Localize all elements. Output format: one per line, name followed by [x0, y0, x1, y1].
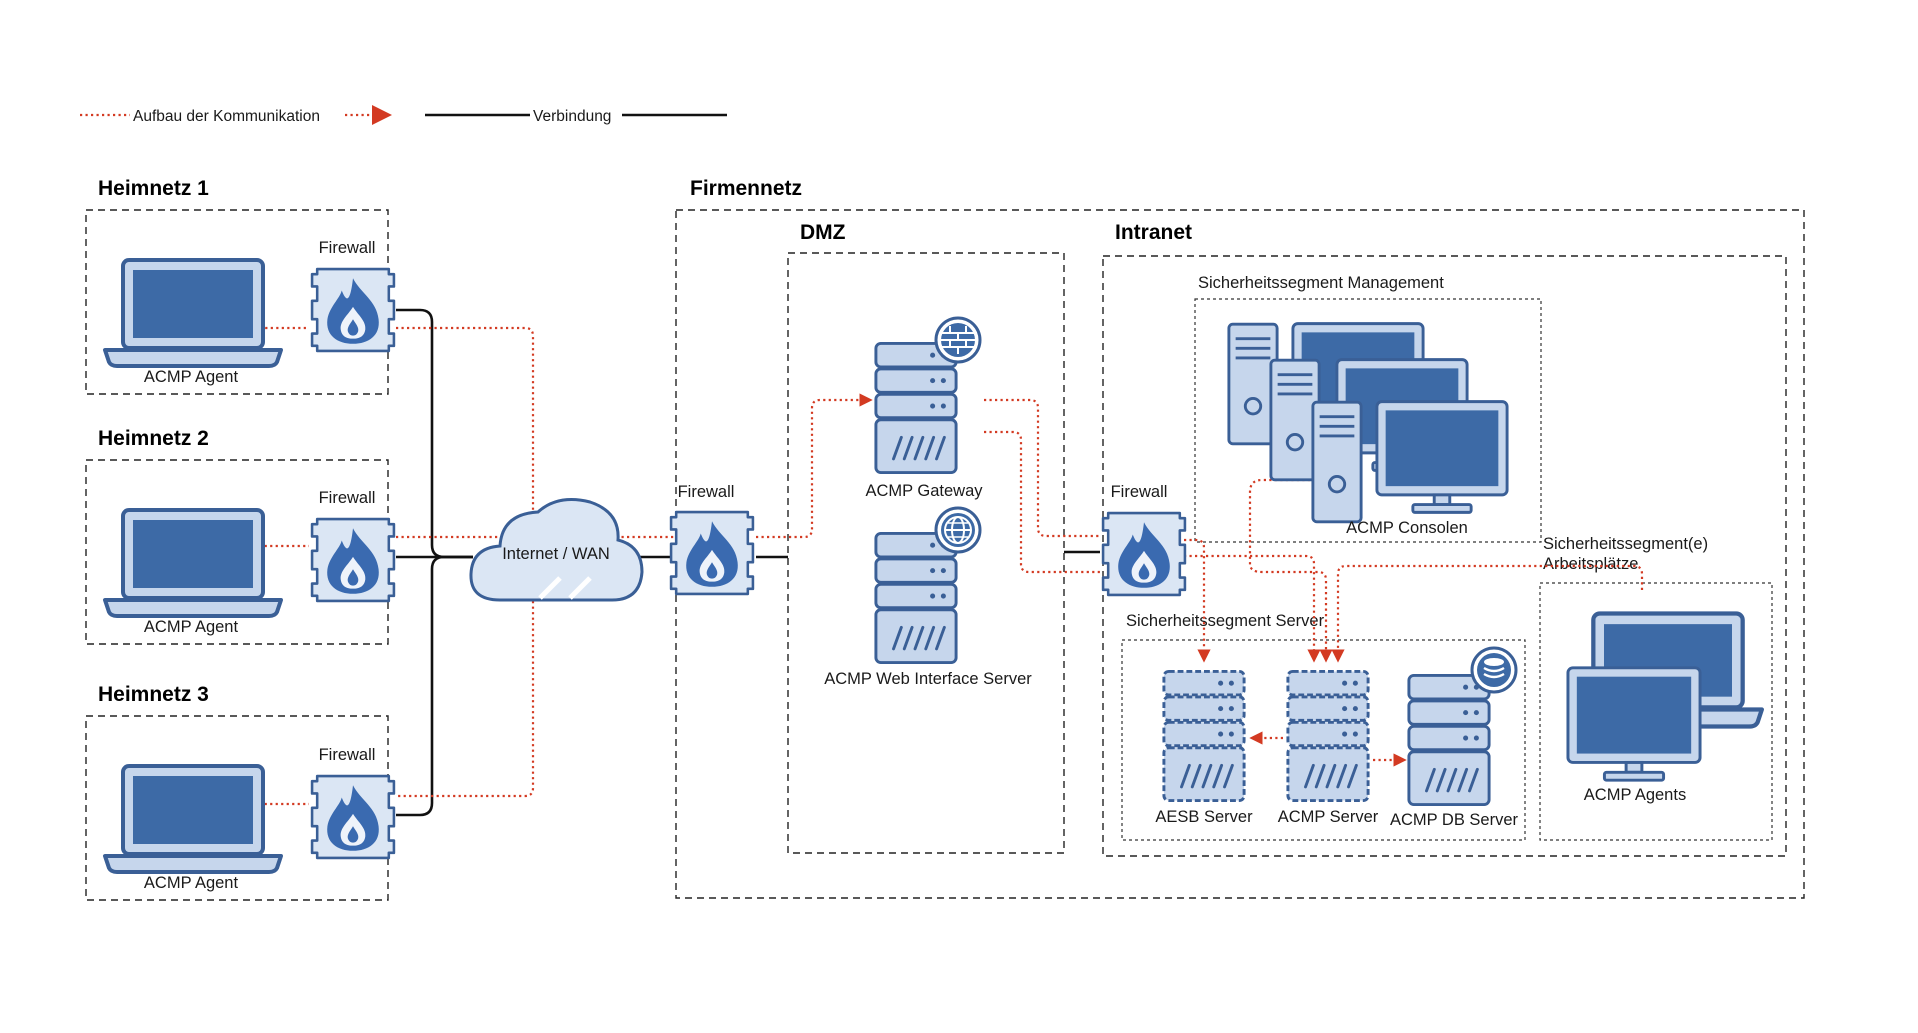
acmp-server-icon[interactable] — [1286, 669, 1370, 803]
zone-title-heimnetz-3: Heimnetz 3 — [98, 683, 209, 706]
db-server-label: ACMP DB Server — [1390, 811, 1519, 829]
firewall-icon-intranet[interactable] — [1101, 511, 1187, 597]
zone-title-segment-workplaces-1: Sicherheitssegment(e) — [1543, 535, 1708, 553]
web-interface-label: ACMP Web Interface Server — [824, 670, 1032, 688]
zone-heimnetz-1 — [85, 209, 389, 395]
firewall-label-home-3: Firewall — [319, 746, 376, 764]
agents-label: ACMP Agents — [1584, 786, 1686, 804]
comm-gateway-to-firewall-1 — [984, 398, 1100, 538]
firewall-label-home-1: Firewall — [319, 239, 376, 257]
agent-label-2: ACMP Agent — [144, 618, 239, 636]
comm-firewall-to-acmp-server-1 — [1184, 554, 1321, 663]
zone-title-dmz: DMZ — [800, 221, 846, 244]
agent-label-1: ACMP Agent — [144, 368, 239, 386]
legend-communication-label: Aufbau der Kommunikation — [133, 108, 320, 125]
zone-title-heimnetz-2: Heimnetz 2 — [98, 427, 209, 450]
zone-title-heimnetz-1: Heimnetz 1 — [98, 177, 209, 200]
firewall-icon-home-1[interactable] — [310, 267, 396, 353]
consoles-label: ACMP Consolen — [1346, 519, 1468, 537]
firewall-icon-home-2[interactable] — [310, 517, 396, 603]
consoles-icon[interactable] — [1227, 322, 1509, 524]
aesb-server-label: AESB Server — [1155, 808, 1253, 826]
legend: Aufbau der Kommunikation Verbindung — [80, 105, 727, 125]
agent-laptop-1[interactable] — [105, 260, 281, 366]
connection-lines — [396, 308, 1100, 817]
zone-intranet — [1102, 255, 1787, 857]
zone-title-segment-server: Sicherheitssegment Server — [1126, 612, 1325, 630]
gateway-label: ACMP Gateway — [865, 482, 983, 500]
zone-title-intranet: Intranet — [1115, 221, 1192, 244]
agent-label-3: ACMP Agent — [144, 874, 239, 892]
web-interface-server-icon[interactable] — [874, 506, 982, 665]
acmp-server-label: ACMP Server — [1278, 808, 1379, 826]
comm-consoles-to-acmp-server — [1248, 478, 1333, 663]
zone-title-segment-management: Sicherheitssegment Management — [1198, 274, 1444, 292]
zone-heimnetz-2 — [85, 459, 389, 645]
agents-workstations-icon[interactable] — [1566, 613, 1762, 782]
internet-label: Internet / WAN — [502, 545, 610, 563]
comm-firewall-to-aesb — [1184, 538, 1211, 663]
internet-cloud-icon[interactable] — [469, 498, 644, 602]
firewall-icon-firmennetz[interactable] — [669, 510, 755, 596]
firewall-label-intranet: Firewall — [1111, 483, 1168, 501]
zone-segment-workplaces — [1539, 582, 1773, 841]
zone-title-segment-workplaces-2: Arbeitsplätze — [1543, 555, 1638, 573]
agent-laptop-2[interactable] — [105, 510, 281, 616]
connection-home3 — [396, 555, 473, 817]
zone-segment-management — [1194, 298, 1542, 543]
zone-segment-server — [1121, 639, 1526, 841]
zone-title-firmennetz: Firmennetz — [690, 177, 802, 200]
comm-agents-to-acmp-server — [1331, 564, 1644, 663]
legend-connection-label: Verbindung — [533, 108, 611, 125]
firewall-label-home-2: Firewall — [319, 489, 376, 507]
firewall-label-firmennetz: Firewall — [678, 483, 735, 501]
zone-heimnetz-3 — [85, 715, 389, 901]
aesb-server-icon[interactable] — [1162, 669, 1246, 803]
connection-home1 — [396, 308, 473, 559]
legend-arrow-icon — [372, 105, 392, 125]
db-server-icon[interactable] — [1407, 646, 1518, 807]
gateway-server-icon[interactable] — [874, 316, 982, 475]
firewall-icon-home-3[interactable] — [310, 774, 396, 860]
comm-firewall-to-gateway — [756, 393, 873, 539]
agent-laptop-3[interactable] — [105, 766, 281, 872]
